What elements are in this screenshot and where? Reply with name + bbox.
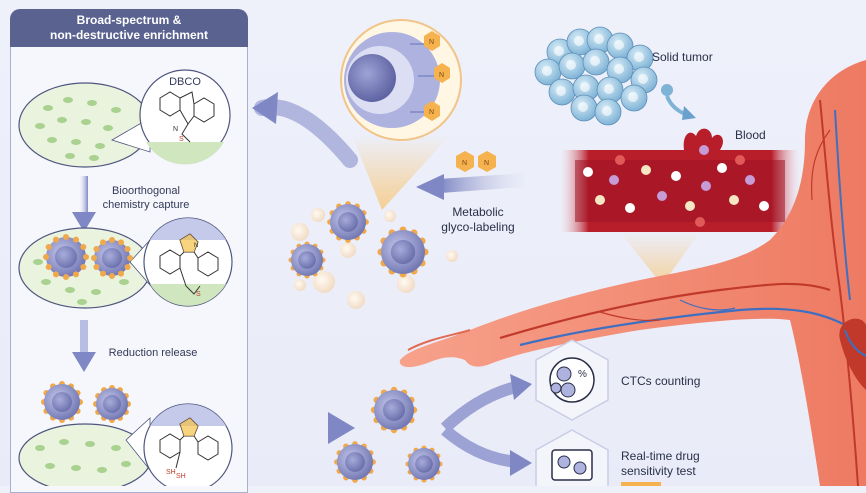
step2-label: Reduction release <box>109 347 198 359</box>
blood-cell-12 <box>759 201 769 211</box>
panel-title: Broad-spectrum & non-destructive enrichm… <box>10 9 248 47</box>
chem-sh-1: SH <box>166 469 176 476</box>
drug-line1: Real-time drug <box>621 449 700 463</box>
down-arrow-2 <box>72 320 96 372</box>
blood-cell-1 <box>595 195 605 205</box>
zoom-cell <box>340 19 462 141</box>
human-body <box>399 60 866 486</box>
white-cell-3 <box>294 279 306 291</box>
arrow-release <box>240 412 355 444</box>
released-cell-a <box>370 386 418 434</box>
azide-n-4: N <box>462 160 467 167</box>
released-cell-2 <box>96 388 128 420</box>
released-cell-cluster <box>334 386 443 483</box>
arrow-from-blood <box>416 173 526 200</box>
svg-text:%: % <box>578 369 587 380</box>
blood-cell-3 <box>625 203 635 213</box>
azide-n-5: N <box>484 160 489 167</box>
azide-reagent <box>456 151 496 172</box>
drug-badge <box>621 482 661 486</box>
white-cell-2 <box>340 242 356 258</box>
blood-cells <box>583 155 769 227</box>
blood-cell-4 <box>641 165 651 175</box>
panel-title-line1: Broad-spectrum & <box>76 13 182 27</box>
ctcs-counting-label: CTCs counting <box>621 374 700 388</box>
blood-cell-11 <box>745 175 755 185</box>
blood-cell-0 <box>583 167 593 177</box>
blood-cell-10 <box>729 195 739 205</box>
drug-line2: sensitivity test <box>621 464 696 478</box>
white-cell-7 <box>446 250 458 262</box>
blood-vessel <box>560 128 800 232</box>
white-cell-1 <box>291 223 309 241</box>
blood-cell-2 <box>609 175 619 185</box>
step1-line2: chemistry capture <box>103 199 190 211</box>
azide-n-2: N <box>439 72 444 79</box>
white-cell-0 <box>311 208 325 222</box>
chem-s-2: S <box>196 291 201 298</box>
solid-tumor <box>534 26 658 126</box>
tumor-arrow <box>661 84 696 120</box>
released-cell-b <box>334 441 376 483</box>
solid-tumor-label: Solid tumor <box>652 50 713 64</box>
blood-cell-8 <box>701 181 711 191</box>
blood-cell-15 <box>735 155 745 165</box>
panel-title-line2: non-destructive enrichment <box>49 28 209 42</box>
labeled-cell-cluster <box>288 201 458 309</box>
metabolic-line2: glyco-labeling <box>441 220 514 234</box>
labeled-cell-b <box>288 241 326 279</box>
azide-n-3: N <box>429 109 434 116</box>
blood-label: Blood <box>735 128 766 142</box>
blood-cell-9 <box>717 163 727 173</box>
white-cell-9 <box>347 291 365 309</box>
ctcs-counting-icon: % <box>535 339 609 421</box>
chem-sh-2: SH <box>176 473 186 480</box>
azide-n-1: N <box>429 39 434 46</box>
chem-n-2: N <box>194 243 198 249</box>
arrow-split <box>440 374 532 476</box>
drug-sensitivity-icon <box>535 429 609 486</box>
white-cell-8 <box>384 210 396 222</box>
metabolic-line1: Metabolic <box>452 205 503 219</box>
labeled-cell-a <box>327 201 369 243</box>
white-cell-5 <box>313 271 335 293</box>
zoom-cone <box>352 135 450 210</box>
captured-cell-2 <box>94 240 130 276</box>
released-cell-c <box>405 445 443 483</box>
released-cell-1 <box>44 384 80 420</box>
dbco-label: DBCO <box>169 76 201 88</box>
chem-n-1: N <box>173 126 178 133</box>
blood-cell-14 <box>695 217 705 227</box>
blood-cell-7 <box>685 201 695 211</box>
white-cell-6 <box>397 275 415 293</box>
dish-1 <box>18 69 231 168</box>
step1-line1: Bioorthogonal <box>112 185 180 197</box>
vessel-zoom-cone <box>620 232 700 285</box>
chem-s-1: S <box>179 136 184 143</box>
blood-cell-5 <box>657 191 667 201</box>
down-arrow-1 <box>72 176 96 232</box>
labeled-cell-c <box>377 226 429 278</box>
captured-cell-1 <box>46 237 86 277</box>
blood-cell-13 <box>615 155 625 165</box>
blood-cell-6 <box>671 171 681 181</box>
dish-3 <box>18 403 233 486</box>
arrow-to-panel <box>252 92 358 168</box>
